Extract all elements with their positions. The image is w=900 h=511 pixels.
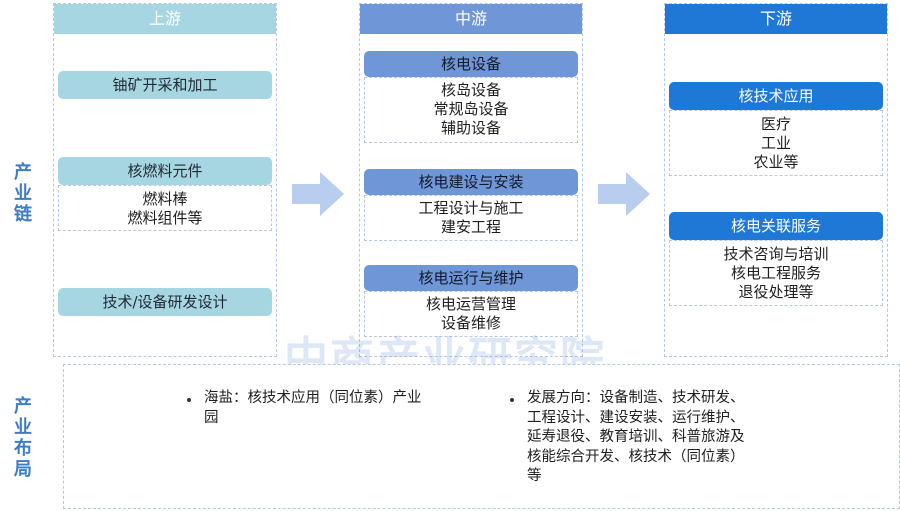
downstream-item-related-services: 核电关联服务 xyxy=(669,212,883,240)
bullet-icon xyxy=(510,398,514,402)
upstream-item-mining: 铀矿开采和加工 xyxy=(58,71,272,99)
detail-text: 农业等 xyxy=(753,153,799,171)
layout-bullet-direction: 发展方向：设备制造、技术研发、 工程设计、建设安装、运行维护、 延寿退役、教育培… xyxy=(527,389,797,487)
detail-text: 辅助设备 xyxy=(440,119,501,137)
detail-text: 核电工程服务 xyxy=(730,264,821,282)
bullet-icon xyxy=(187,398,191,402)
downstream-related-services-details: 技术咨询与培训 核电工程服务 退役处理等 xyxy=(669,240,883,306)
bullet-line: 园 xyxy=(204,409,219,426)
midstream-item-operation: 核电运行与维护 xyxy=(364,265,578,291)
upstream-item-fuel-element: 核燃料元件 xyxy=(58,157,272,185)
bullet-line: 发展方向：设备制造、技术研发、 xyxy=(527,390,745,406)
arrow-right-icon xyxy=(598,172,650,216)
detail-text: 燃料组件等 xyxy=(127,209,203,227)
upstream-fuel-element-details: 燃料棒 燃料组件等 xyxy=(58,185,272,231)
layout-bullet-haiyan: 海盐：核技术应用（同位素）产业 园 xyxy=(204,389,474,428)
bullet-line: 等 xyxy=(527,468,542,484)
bullet-line: 核能综合开发、核技术（同位素） xyxy=(527,448,745,465)
detail-text: 医疗 xyxy=(760,115,791,133)
detail-text: 建安工程 xyxy=(440,218,501,236)
midstream-item-construction: 核电建设与安装 xyxy=(364,169,578,195)
upstream-item-rnd: 技术/设备研发设计 xyxy=(58,288,272,316)
bullet-line: 海盐：核技术应用（同位素）产业 xyxy=(204,390,422,406)
downstream-header: 下游 xyxy=(665,4,887,34)
midstream-item-equipment: 核电设备 xyxy=(364,51,578,77)
detail-text: 退役处理等 xyxy=(738,283,814,301)
downstream-tech-application-details: 医疗 工业 农业等 xyxy=(669,110,883,176)
detail-text: 核电运营管理 xyxy=(425,295,516,313)
midstream-equipment-details: 核岛设备 常规岛设备 辅助设备 xyxy=(364,77,578,143)
bullet-line: 延寿退役、教育培训、科普旅游及 xyxy=(527,429,745,445)
detail-text: 燃料棒 xyxy=(142,190,188,208)
detail-text: 常规岛设备 xyxy=(433,100,509,118)
detail-text: 工程设计与施工 xyxy=(418,199,524,217)
side-label-chain: 产业链 xyxy=(14,162,32,225)
midstream-construction-details: 工程设计与施工 建安工程 xyxy=(364,195,578,241)
midstream-header: 中游 xyxy=(360,4,582,34)
detail-text: 核岛设备 xyxy=(440,81,501,99)
layout-panel xyxy=(63,364,900,509)
detail-text: 工业 xyxy=(760,134,791,152)
midstream-operation-details: 核电运营管理 设备维修 xyxy=(364,291,578,337)
arrow-right-icon xyxy=(292,172,344,216)
downstream-item-tech-application: 核技术应用 xyxy=(669,82,883,110)
detail-text: 设备维修 xyxy=(440,314,501,332)
side-label-layout: 产业布局 xyxy=(14,396,32,480)
detail-text: 技术咨询与培训 xyxy=(723,245,829,263)
bullet-line: 工程设计、建设安装、运行维护、 xyxy=(527,409,745,426)
upstream-header: 上游 xyxy=(54,4,276,34)
